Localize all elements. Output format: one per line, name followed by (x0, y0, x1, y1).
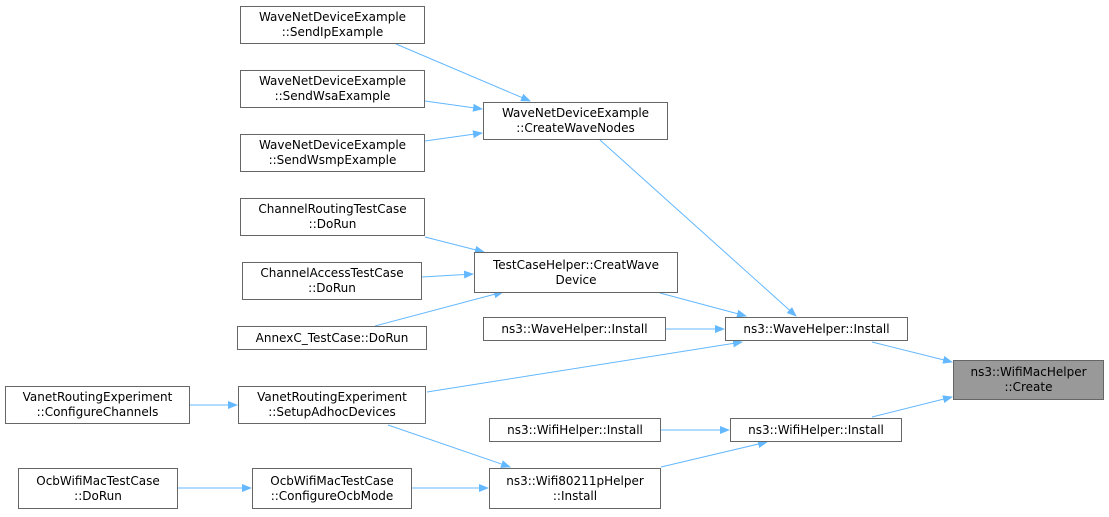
node-create-wave-nodes[interactable]: WaveNetDeviceExample::CreateWaveNodes (483, 102, 668, 140)
call-edge (599, 139, 797, 317)
node-label-line: ::CreateWaveNodes (516, 121, 635, 135)
call-edge (395, 43, 531, 102)
node-label-line: WaveNetDeviceExample (258, 138, 407, 152)
node-label-line: ::ConfigureChannels (36, 405, 159, 419)
node-label-line: ChannelRoutingTestCase (258, 202, 407, 216)
node-annexc-dorun[interactable]: AnnexC_TestCase::DoRun (237, 326, 427, 350)
node-label-line: VanetRoutingExperiment (257, 390, 407, 404)
call-edge (374, 290, 504, 327)
node-label-line: ::DoRun (74, 488, 122, 503)
node-label-line: ::Install (552, 488, 598, 503)
node-wavehelper-install-right[interactable]: ns3::WaveHelper::Install (725, 317, 908, 341)
node-label-line: WaveNetDeviceExample (501, 106, 650, 120)
node-send-ip-example[interactable]: WaveNetDeviceExample::SendIpExample (240, 6, 425, 44)
node-vanet-configure-channels[interactable]: VanetRoutingExperiment::ConfigureChannel… (5, 386, 190, 424)
node-label-line: ns3::WaveHelper::Install (501, 321, 648, 336)
node-label-line: ns3::Wifi80211pHelper (506, 473, 644, 488)
call-edge (424, 130, 483, 142)
node-label-line: ::SendWsaExample (274, 89, 391, 103)
node-channel-routing-dorun[interactable]: ChannelRoutingTestCase::DoRun (240, 198, 425, 236)
call-edge (424, 236, 485, 254)
node-send-wsmp-example[interactable]: WaveNetDeviceExample::SendWsmpExample (240, 134, 425, 172)
node-label-line: WaveNetDeviceExample (258, 74, 407, 88)
node-label-line: AnnexC_TestCase::DoRun (255, 330, 409, 345)
call-edge (871, 341, 953, 364)
call-edge (424, 100, 483, 112)
node-wifi80211p-helper-install[interactable]: ns3::Wifi80211pHelper::Install (489, 468, 661, 509)
node-label-line: ::SetupAdhocDevices (268, 405, 396, 419)
call-edge (871, 395, 953, 418)
node-ocb-configure-ocb-mode[interactable]: OcbWifiMacTestCase::ConfigureOcbMode (252, 468, 412, 509)
node-label-line: OcbWifiMacTestCase (270, 473, 394, 488)
node-label-line: VanetRoutingExperiment (22, 390, 173, 404)
node-label-line: ::Create (1004, 380, 1053, 394)
node-wifihelper-install-left[interactable]: ns3::WifiHelper::Install (489, 418, 661, 442)
node-label-line: ChannelAccessTestCase (260, 266, 404, 280)
node-label-line: ns3::WifiHelper::Install (507, 422, 643, 437)
node-label-line: ::SendIpExample (281, 25, 384, 39)
node-label-line: ::SendWsmpExample (268, 153, 397, 167)
node-channel-access-dorun[interactable]: ChannelAccessTestCase::DoRun (242, 262, 422, 300)
node-ocb-dorun[interactable]: OcbWifiMacTestCase::DoRun (18, 468, 178, 509)
node-label-line: ::DoRun (308, 217, 357, 231)
node-label-line: Device (555, 272, 597, 287)
node-label-line: WaveNetDeviceExample (258, 10, 407, 24)
call-edge (387, 424, 511, 468)
node-wavehelper-install-left[interactable]: ns3::WaveHelper::Install (483, 317, 666, 341)
node-vanet-setup-adhoc-devices[interactable]: VanetRoutingExperiment::SetupAdhocDevice… (238, 386, 426, 424)
node-label-line: OcbWifiMacTestCase (36, 473, 160, 488)
call-edge (421, 270, 474, 279)
node-label-line: TestCaseHelper::CreatWave (493, 257, 659, 272)
node-send-wsa-example[interactable]: WaveNetDeviceExample::SendWsaExample (240, 70, 425, 108)
call-edge (426, 339, 743, 393)
node-wifihelper-install-right[interactable]: ns3::WifiHelper::Install (730, 418, 902, 442)
call-edge (659, 292, 747, 318)
node-label-line: ns3::WifiMacHelper (970, 365, 1087, 379)
node-label-line: ns3::WifiHelper::Install (748, 422, 884, 437)
call-edge (660, 440, 768, 468)
node-wifimachelper-create-focus: ns3::WifiMacHelper::Create (953, 360, 1104, 400)
node-label-line: ns3::WaveHelper::Install (743, 321, 890, 336)
node-label-line: ::ConfigureOcbMode (270, 488, 394, 503)
node-label-line: ::DoRun (308, 281, 356, 295)
